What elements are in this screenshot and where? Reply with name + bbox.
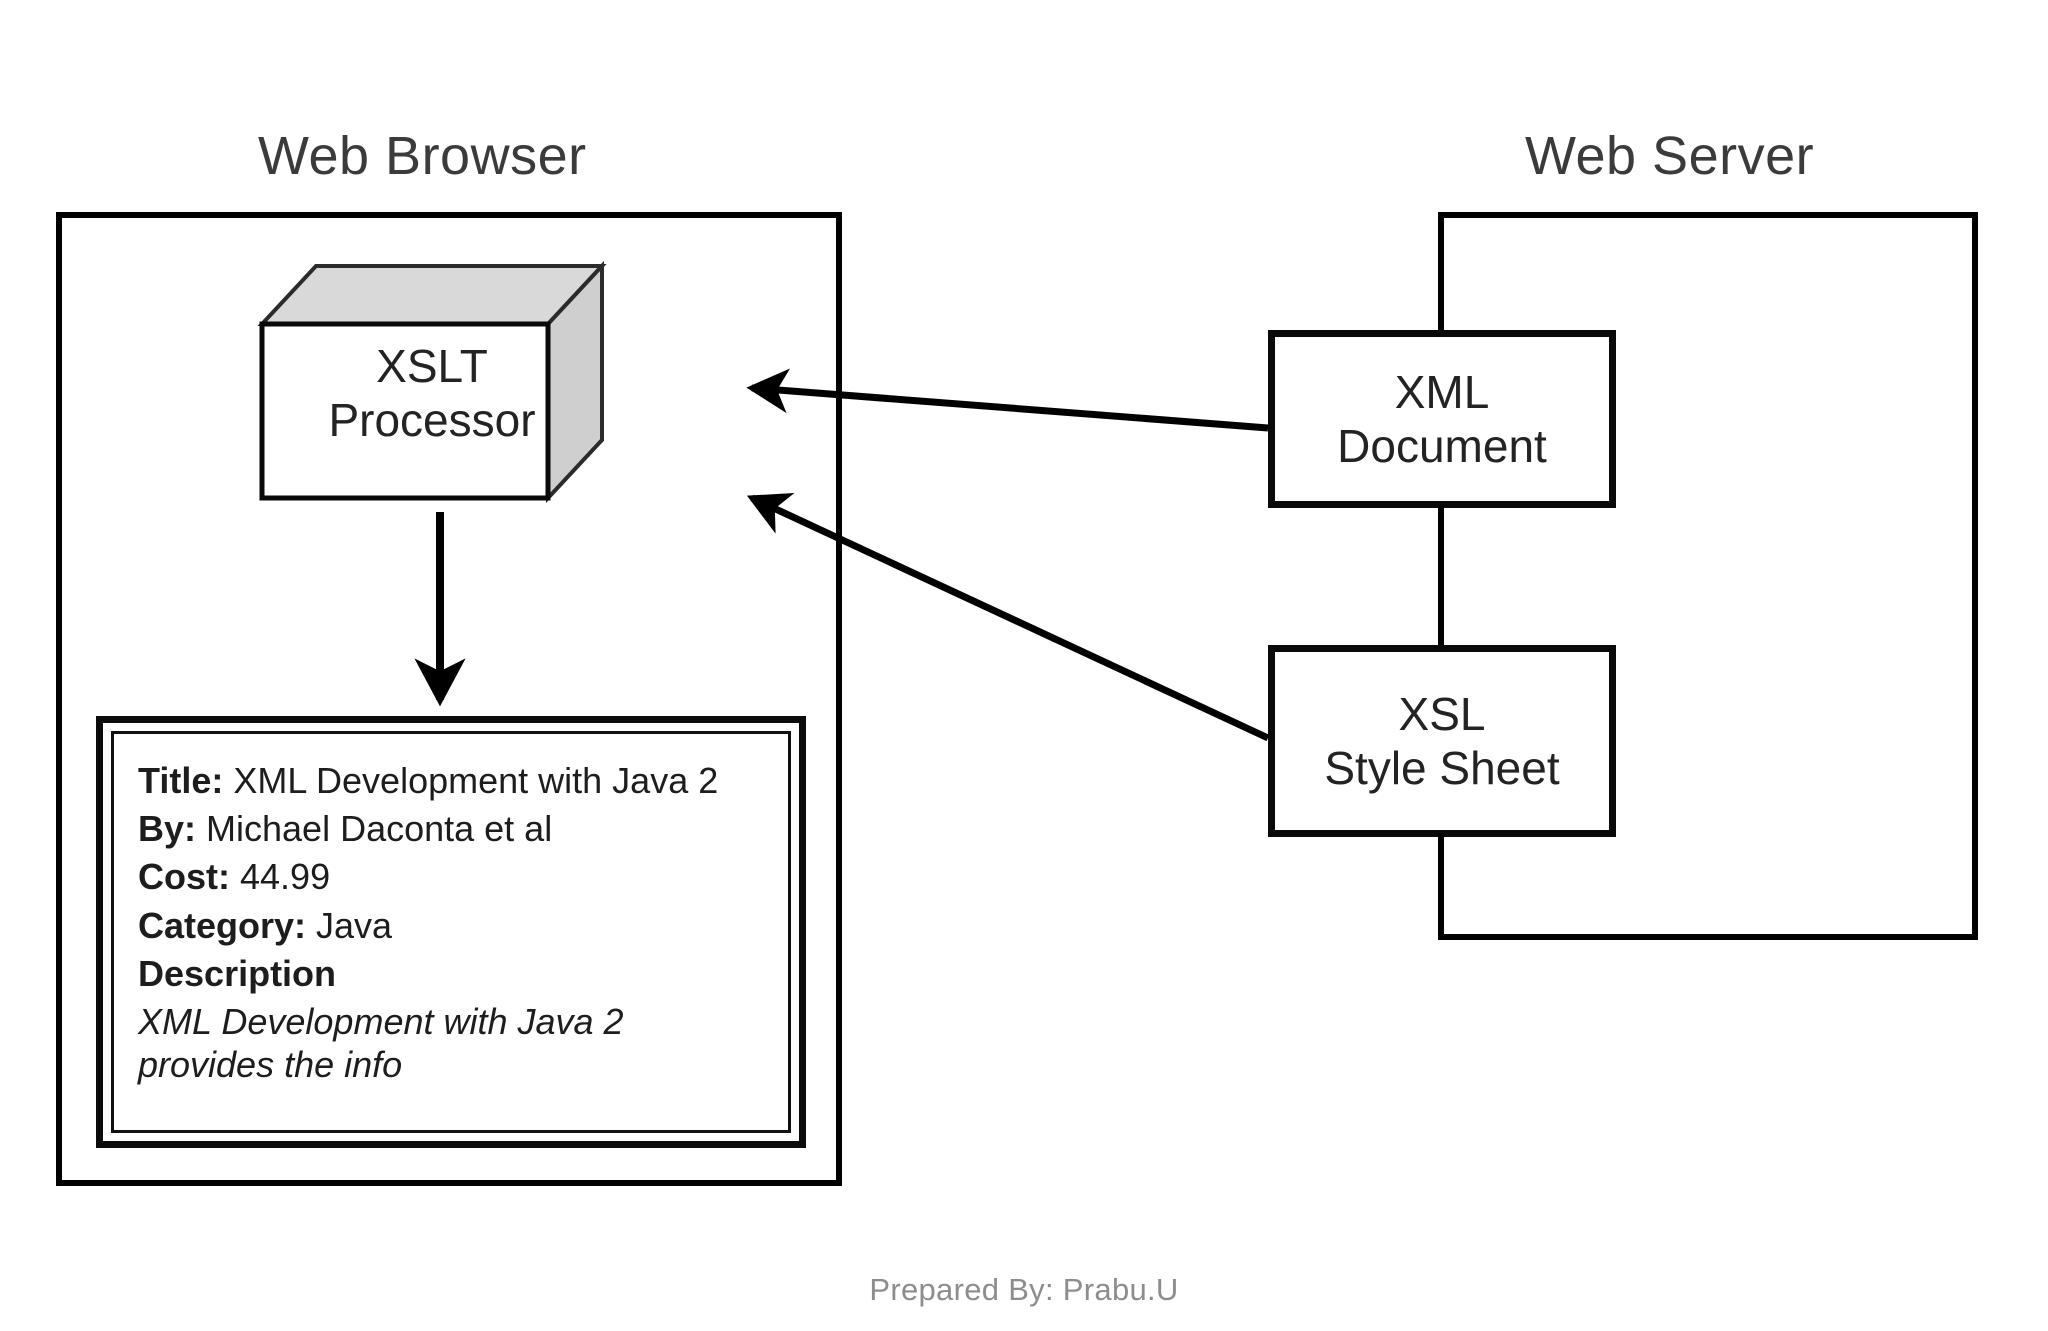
xsl-stylesheet-box: XSL Style Sheet [1268, 645, 1616, 837]
result-cost-label: Cost: [138, 856, 230, 898]
xslt-processor-box: XSLT Processor [257, 260, 648, 512]
xml-document-label-line2: Document [1337, 420, 1547, 472]
result-output-panel: Title: XML Development with Java 2 By: M… [96, 716, 806, 1148]
xslt-box-top-face [257, 264, 607, 326]
xslt-box-front-face [259, 321, 551, 501]
xsl-stylesheet-label-line1: XSL [1398, 687, 1486, 740]
xml-to-xsl-connector-line [1438, 505, 1444, 647]
result-description-label: Description [138, 952, 337, 994]
result-by-label: By: [138, 808, 197, 850]
prepared-by-credit: Prepared By: Prabu.U [869, 1272, 1179, 1307]
result-by-value: Michael Daconta et al [196, 808, 553, 850]
result-description-line1: XML Development with Java 2 [138, 1001, 624, 1043]
result-row-by: By: Michael Daconta et al [138, 808, 788, 849]
result-row-title: Title: XML Development with Java 2 [138, 760, 788, 801]
result-title-label: Title: [138, 760, 224, 801]
result-row-category: Category: Java [138, 905, 788, 946]
result-output-panel-inner: Title: XML Development with Java 2 By: M… [111, 731, 791, 1133]
xsl-to-server-bottom-connector-line [1438, 833, 1444, 939]
xml-document-box: XML Document [1268, 330, 1616, 508]
xsl-stylesheet-label-line2: Style Sheet [1324, 742, 1560, 794]
web-browser-title: Web Browser [258, 126, 587, 186]
result-row-cost: Cost: 44.99 [138, 856, 788, 897]
web-server-title: Web Server [1525, 126, 1815, 186]
result-cost-value: 44.99 [230, 856, 331, 898]
xml-document-label-line1: XML [1394, 365, 1490, 418]
result-title-value: XML Development with Java 2 [223, 760, 719, 801]
result-category-value: Java [306, 904, 393, 946]
result-category-label: Category: [138, 904, 307, 946]
result-row-description-label: Description [138, 953, 788, 994]
result-description-line2: provides the info [138, 1044, 403, 1086]
